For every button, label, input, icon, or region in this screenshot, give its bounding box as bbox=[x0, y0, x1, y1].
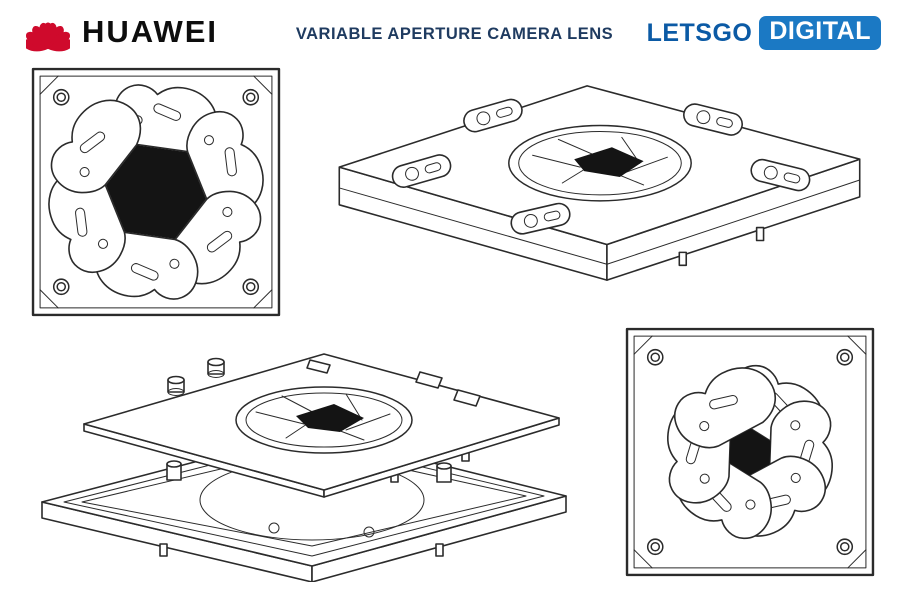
aperture-opening bbox=[106, 145, 206, 239]
huawei-flower-logo bbox=[26, 21, 70, 52]
figure-top-view-aperture-stopped-down bbox=[622, 326, 878, 578]
aperture-opening bbox=[574, 147, 644, 178]
aperture-blades bbox=[37, 78, 275, 306]
figure-top-view-aperture-open bbox=[30, 66, 282, 318]
aperture-blade-edges bbox=[255, 393, 391, 441]
letsgo-digital-brand: LETSGO DIGITAL bbox=[647, 16, 881, 50]
huawei-wordmark: HUAWEI bbox=[82, 14, 218, 49]
letsgo-wordmark: LETSGO bbox=[646, 18, 753, 47]
figure-perspective-assembled bbox=[322, 68, 877, 296]
aperture-opening bbox=[729, 428, 771, 476]
guide-slots bbox=[391, 98, 811, 235]
plate-tabs bbox=[306, 359, 481, 407]
frame-corner-cuts bbox=[633, 335, 867, 569]
aperture-blades bbox=[662, 353, 838, 551]
base-tray bbox=[41, 431, 567, 582]
corner-screw-icon bbox=[52, 88, 260, 296]
aperture-ring bbox=[508, 124, 692, 202]
top-plate bbox=[83, 353, 560, 498]
figure-perspective-exploded bbox=[24, 332, 579, 582]
digital-wordmark-badge: DIGITAL bbox=[759, 16, 881, 50]
aperture-blade-edges bbox=[532, 136, 668, 186]
huawei-brand: HUAWEI bbox=[26, 12, 218, 52]
page-title: VARIABLE APERTURE CAMERA LENS bbox=[295, 25, 614, 43]
corner-screw-icon bbox=[646, 348, 854, 556]
plate-pins bbox=[167, 357, 225, 396]
aperture-opening bbox=[296, 404, 364, 432]
frame-corner-cuts bbox=[39, 75, 273, 309]
